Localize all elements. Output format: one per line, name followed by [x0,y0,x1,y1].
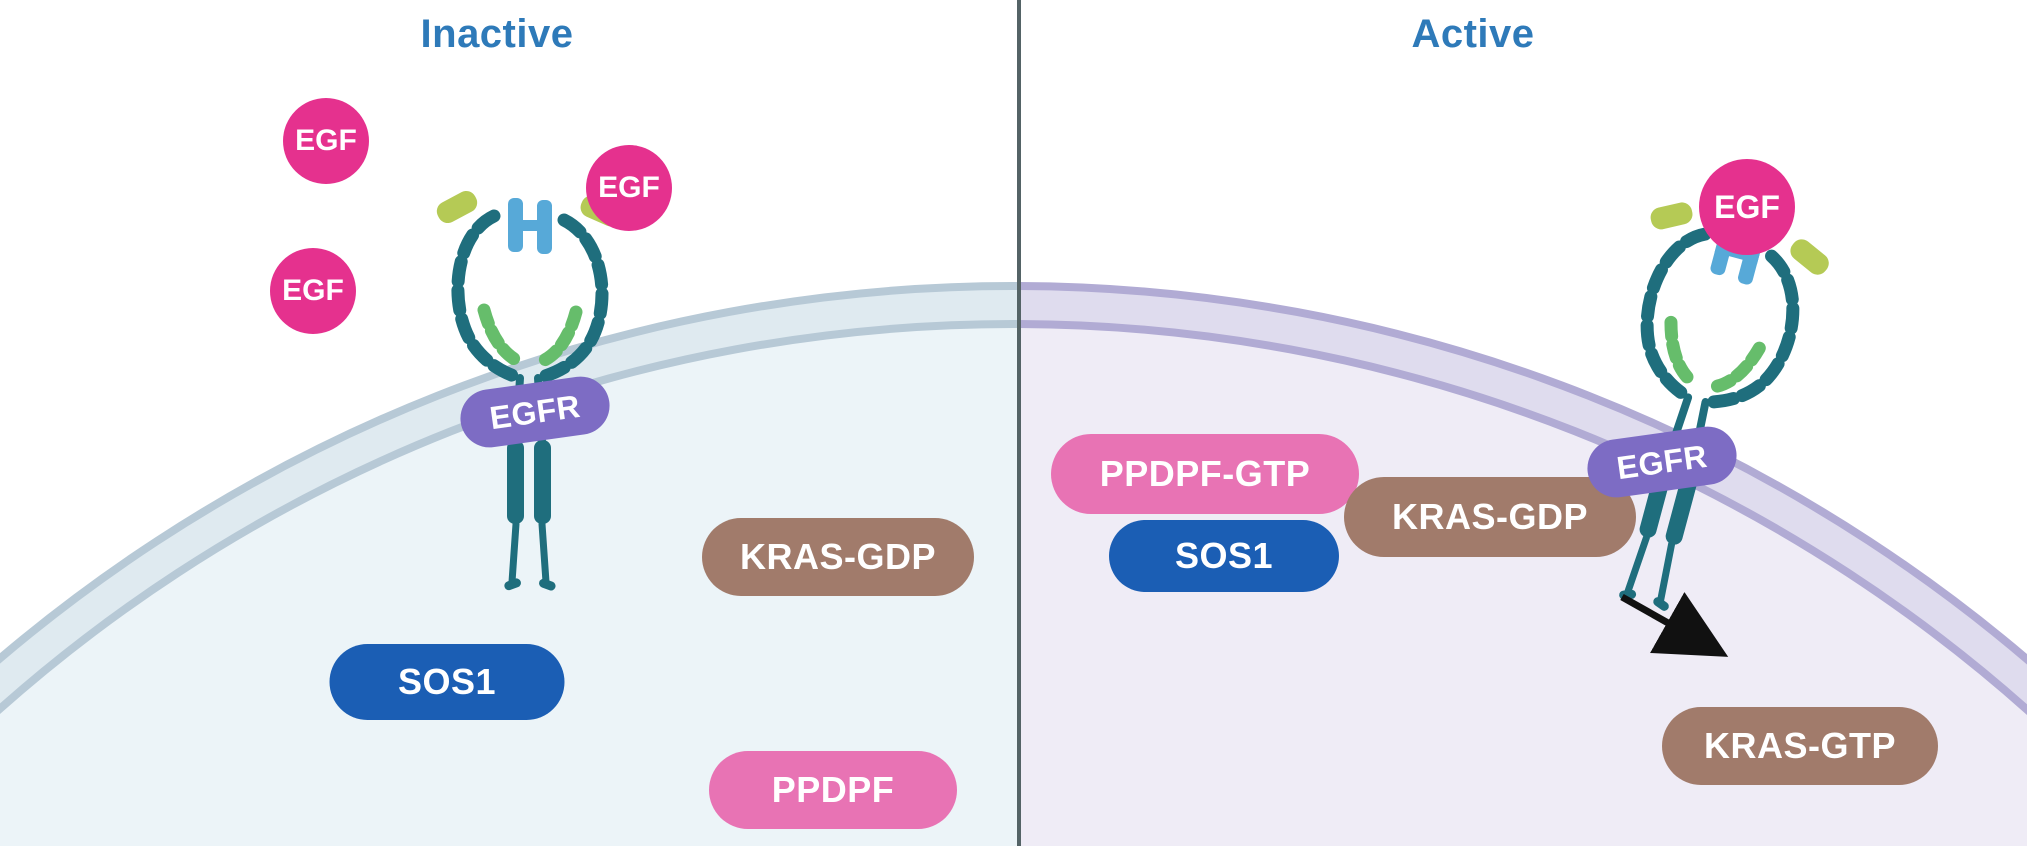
egf-ligand: EGF [283,98,369,184]
panel-title-inactive: Inactive [420,12,574,56]
egf-ligand: EGF [586,145,672,231]
egf-ligand: EGF [1699,159,1795,255]
panel-title-active: Active [1411,12,1535,56]
molecule-kras-gdp: KRAS-GDP [702,518,974,596]
activation-arrow [1620,592,1729,657]
egf-ligand: EGF [270,248,356,334]
molecule-kras-gtp: KRAS-GTP [1662,707,1938,785]
molecule-kras-gdp: KRAS-GDP [1344,477,1636,557]
molecule-ppdpf-gtp: PPDPF-GTP [1051,434,1359,514]
molecule-sos1: SOS1 [329,644,565,720]
molecule-sos1: SOS1 [1109,520,1339,592]
molecule-ppdpf: PPDPF [709,751,957,829]
panel-divider [1017,0,1021,846]
